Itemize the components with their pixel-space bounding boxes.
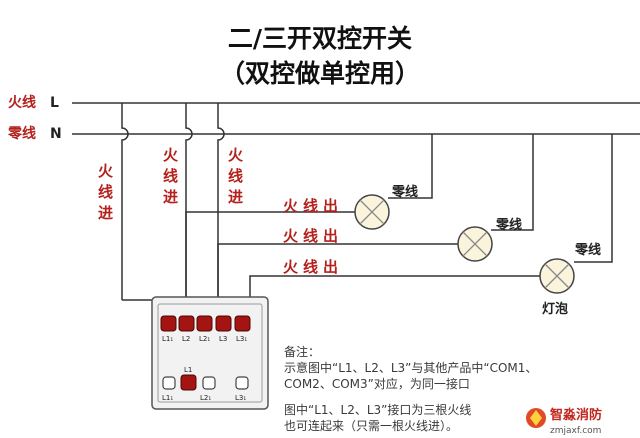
live-line-letter: L <box>50 95 59 111</box>
terminal-bottom-1 <box>162 376 176 390</box>
feed-wire-3 <box>217 103 225 300</box>
switch-module: L1₁ L2 L2₁ L3 L3₁ L1 L1₁ L2₁ L3₁ <box>151 296 269 410</box>
feed-wire-1 <box>121 103 129 300</box>
terminal-bottom-l1 <box>180 374 197 391</box>
feed-label-1-char-3: 进 <box>98 204 113 222</box>
neutral-line-label: 零线 <box>7 125 36 142</box>
bottom-terminals-empty <box>162 376 249 390</box>
top-terminal-labels: L1₁ L2 L2₁ L3 L3₁ <box>162 335 247 343</box>
terminal-top-label-5: L3₁ <box>236 335 247 343</box>
watermark-brand: 智淼消防 <box>550 407 602 423</box>
top-terminals <box>160 315 251 332</box>
watermark: 智淼消防 zmjaxf.com <box>520 402 640 438</box>
neutral-drop-2 <box>491 134 534 231</box>
terminal-top-label-1: L1₁ <box>162 335 173 343</box>
note-line-4: 也可连起来（只需一根火线进）。 <box>284 418 458 433</box>
terminal-bottom-label-2: L2₁ <box>200 394 211 402</box>
lamp-label: 灯泡 <box>542 301 568 317</box>
terminal-top-2 <box>178 315 195 332</box>
feed-wires <box>121 103 225 318</box>
note-heading: 备注： <box>284 344 320 359</box>
terminal-bottom-2 <box>202 376 216 390</box>
feed-label-3: 火 线 进 <box>228 146 244 206</box>
feed-label-1-char-2: 线 <box>98 183 113 201</box>
neutral-drop-1 <box>388 134 433 199</box>
terminal-bottom-label-3: L3₁ <box>235 394 246 402</box>
bottom-terminal-labels: L1₁ L2₁ L3₁ <box>162 394 246 402</box>
lamp-3 <box>539 258 575 294</box>
lamp-1-cross <box>359 199 385 225</box>
feed-label-3-char-1: 火 <box>228 146 244 164</box>
output-wire-2 <box>217 243 459 318</box>
watermark-url: zmjaxf.com <box>550 426 601 436</box>
neutral-line-letter: N <box>50 126 62 142</box>
lamp-2-cross <box>462 231 488 257</box>
out-label-2: 火线出 <box>283 227 338 245</box>
terminal-bottom-label-l1: L1 <box>184 366 192 374</box>
terminal-top-4 <box>215 315 232 332</box>
terminal-bottom-3 <box>235 376 249 390</box>
note-block: 备注： 示意图中“L1、L2、L3”与其他产品中“COM1、 COM2、COM3… <box>284 344 537 433</box>
neutral-tag-2: 零线 <box>495 217 522 233</box>
out-label-3: 火线出 <box>283 258 338 276</box>
neutral-drops <box>388 134 613 263</box>
terminal-bottom-label-1: L1₁ <box>162 394 173 402</box>
neutral-tag-3: 零线 <box>574 242 601 258</box>
feed-label-2-char-1: 火 <box>163 146 179 164</box>
note-line-3: 图中“L1、L2、L3”接口为三根火线 <box>284 402 471 417</box>
switch-inner-frame <box>157 303 263 403</box>
feed-label-2-char-3: 进 <box>163 188 178 206</box>
feed-label-2: 火 线 进 <box>163 146 179 206</box>
note-line-2: COM2、COM3”对应，为同一接口 <box>284 376 470 391</box>
terminal-top-label-2: L2 <box>182 335 190 343</box>
diagram-title: 二/三开双控开关 <box>228 24 412 53</box>
neutral-drop-3 <box>574 134 613 263</box>
switch-body <box>151 296 269 410</box>
terminal-top-5 <box>234 315 251 332</box>
terminal-top-3 <box>196 315 213 332</box>
diagram-subtitle: （双控做单控用） <box>220 59 420 88</box>
feed-label-3-char-3: 进 <box>228 188 243 206</box>
out-labels: 火线出 火线出 火线出 <box>283 197 338 276</box>
live-line-label: 火线 <box>8 94 36 111</box>
feed-label-1: 火 线 进 <box>98 162 114 222</box>
watermark-logo-flame <box>530 410 542 426</box>
lamp-3-cross <box>544 263 570 289</box>
output-wire-3 <box>249 275 540 318</box>
terminal-top-label-3: L2₁ <box>199 335 210 343</box>
feed-label-1-char-1: 火 <box>98 162 114 180</box>
feed-label-3-char-2: 线 <box>228 167 243 185</box>
lamp-1 <box>354 194 390 230</box>
lamp-2 <box>457 226 493 262</box>
neutral-tag-1: 零线 <box>391 184 418 200</box>
feed-wire-2 <box>185 103 193 300</box>
terminal-top-1 <box>160 315 177 332</box>
feed-label-2-char-2: 线 <box>163 167 178 185</box>
note-line-1: 示意图中“L1、L2、L3”与其他产品中“COM1、 <box>284 360 537 375</box>
out-label-1: 火线出 <box>283 197 338 215</box>
output-wire-1 <box>185 211 356 318</box>
terminal-top-label-4: L3 <box>219 335 227 343</box>
